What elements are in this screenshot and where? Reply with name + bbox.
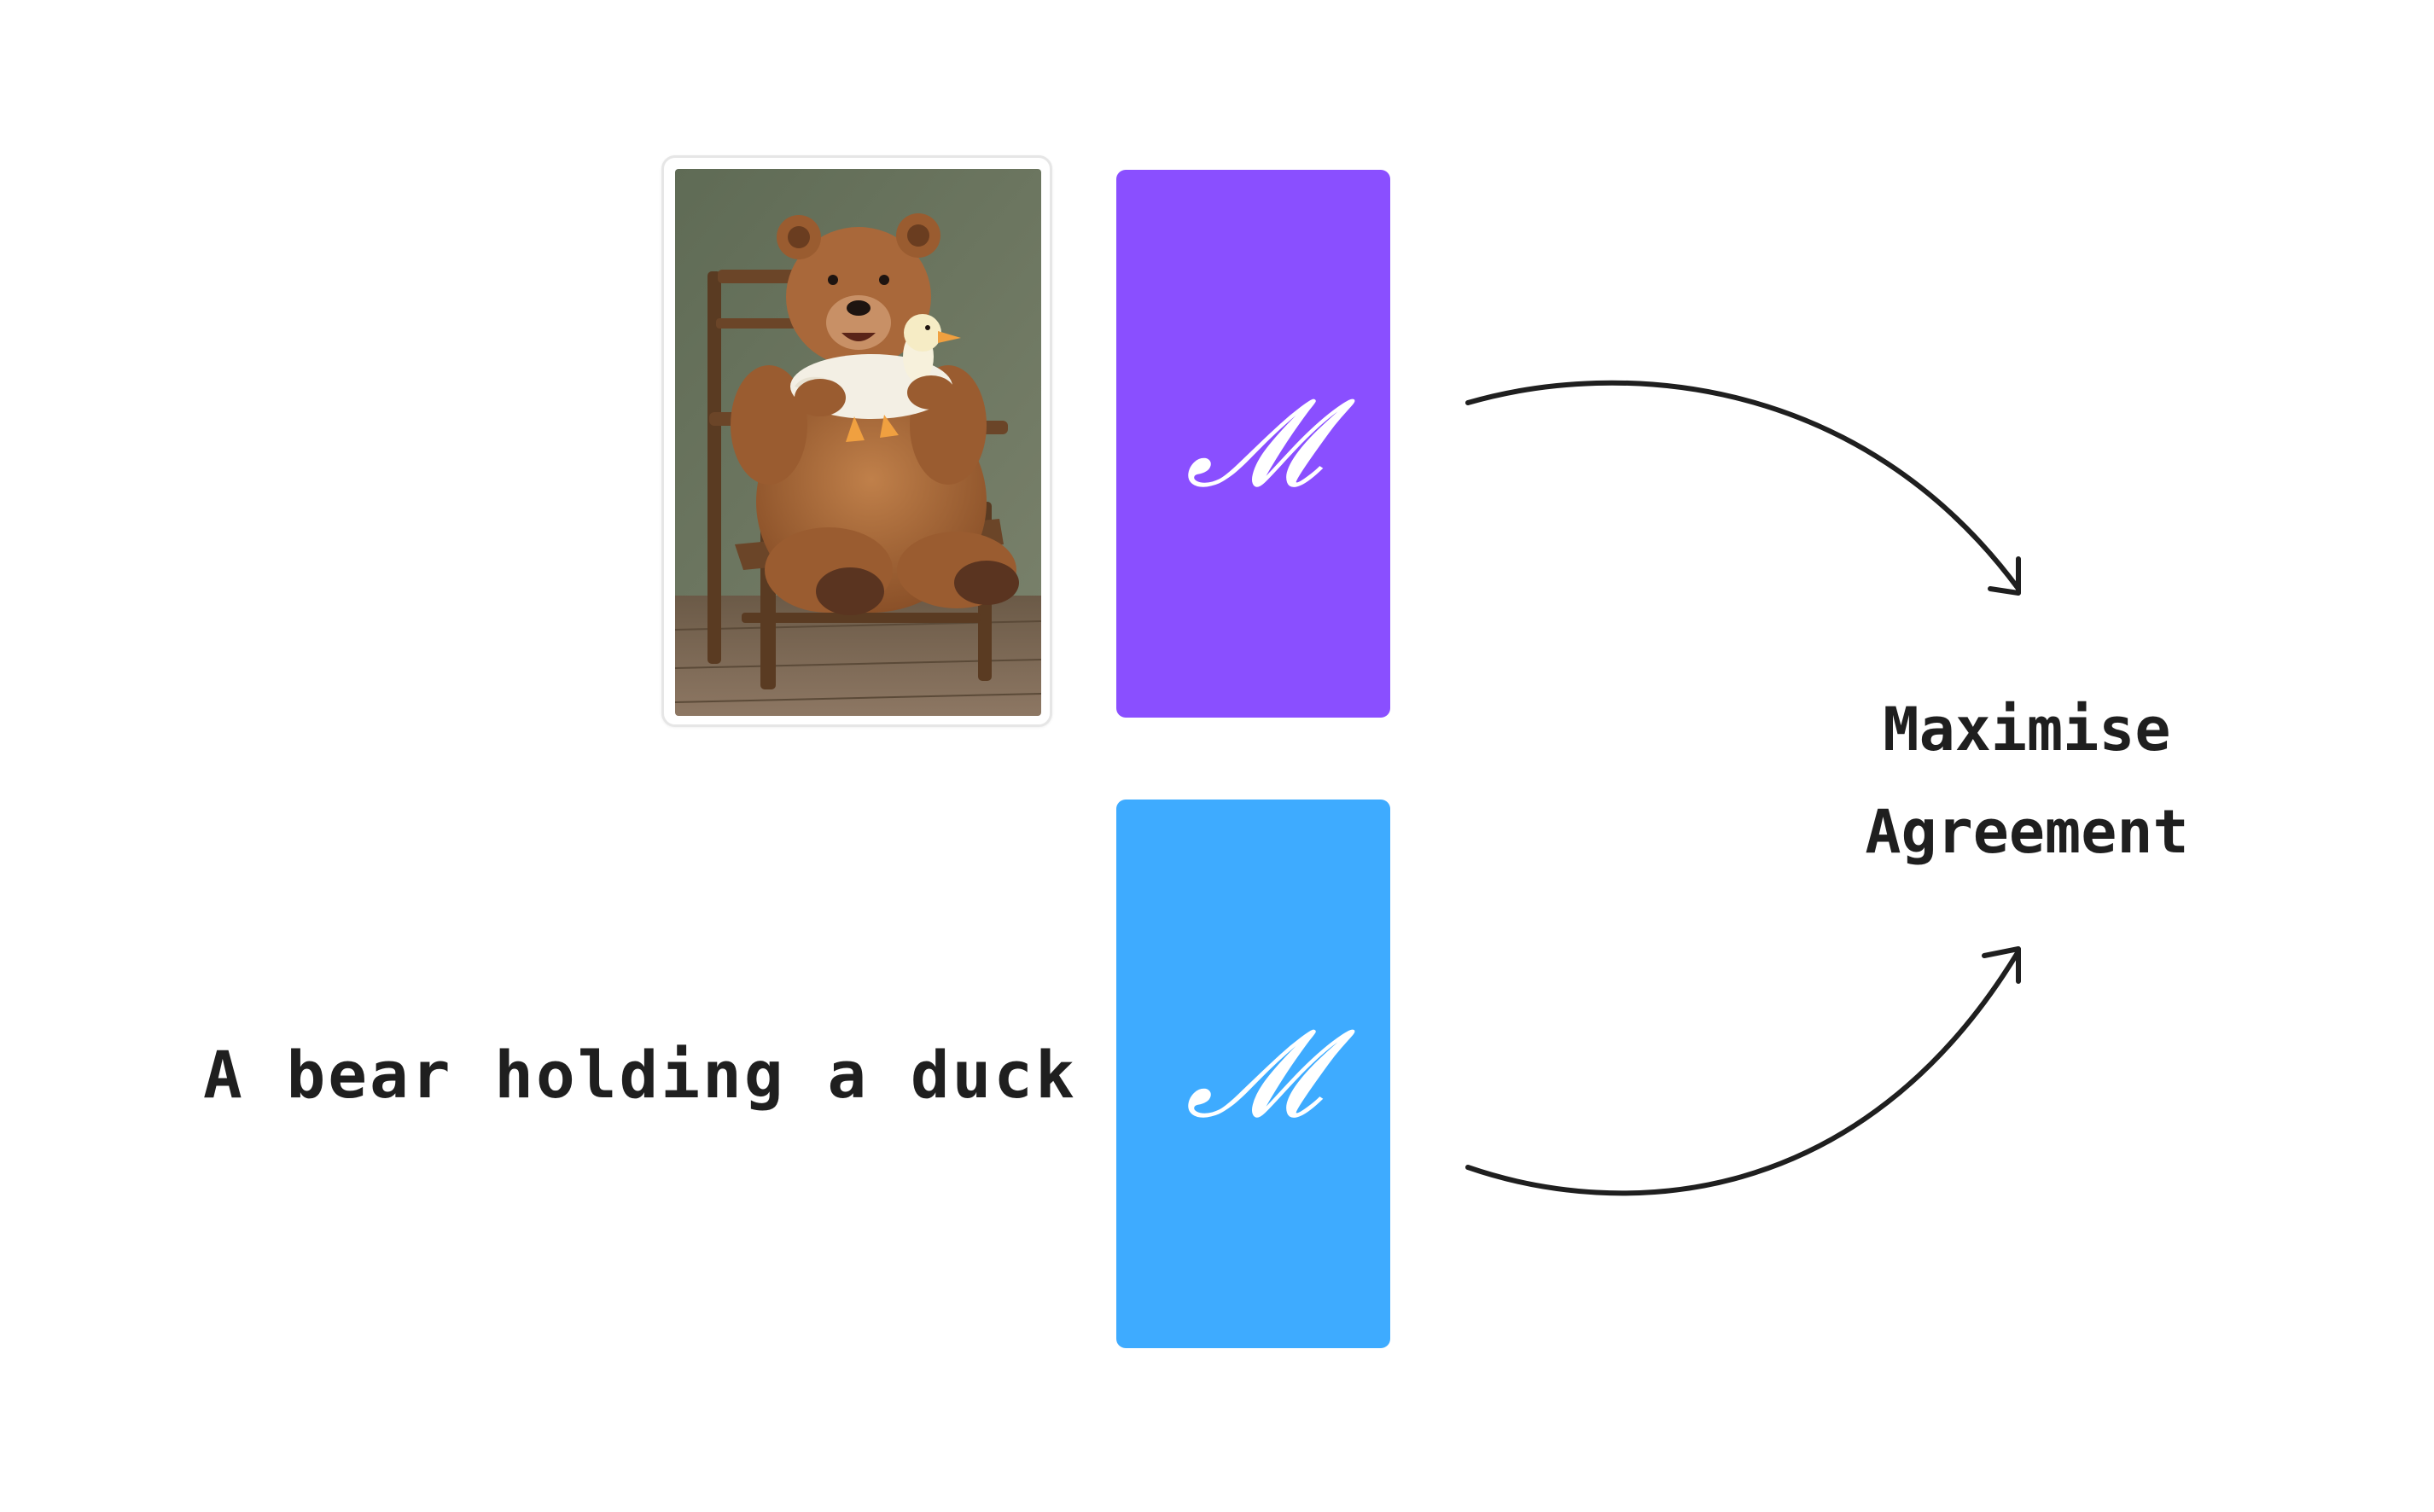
text-arrow-head (1982, 946, 2021, 984)
image-input-card (661, 155, 1052, 727)
objective-line-1: Maximise (1883, 695, 2171, 765)
image-to-objective-arrow (1465, 380, 2021, 591)
bear-holding-duck-photo (675, 169, 1041, 716)
objective-label: Maximise Agreement (1809, 678, 2245, 883)
image-arrow-head (1988, 556, 2021, 596)
text-encoder-block: 𝓜 (1116, 800, 1390, 1348)
text-to-objective-arrow (1465, 949, 2021, 1196)
text-encoder-symbol: 𝓜 (1185, 1003, 1322, 1144)
objective-line-2: Agreement (1865, 797, 2189, 867)
image-encoder-symbol: 𝓜 (1185, 373, 1322, 514)
image-encoder-block: 𝓜 (1116, 170, 1390, 718)
text-caption: A bear holding a duck (203, 1037, 1077, 1113)
